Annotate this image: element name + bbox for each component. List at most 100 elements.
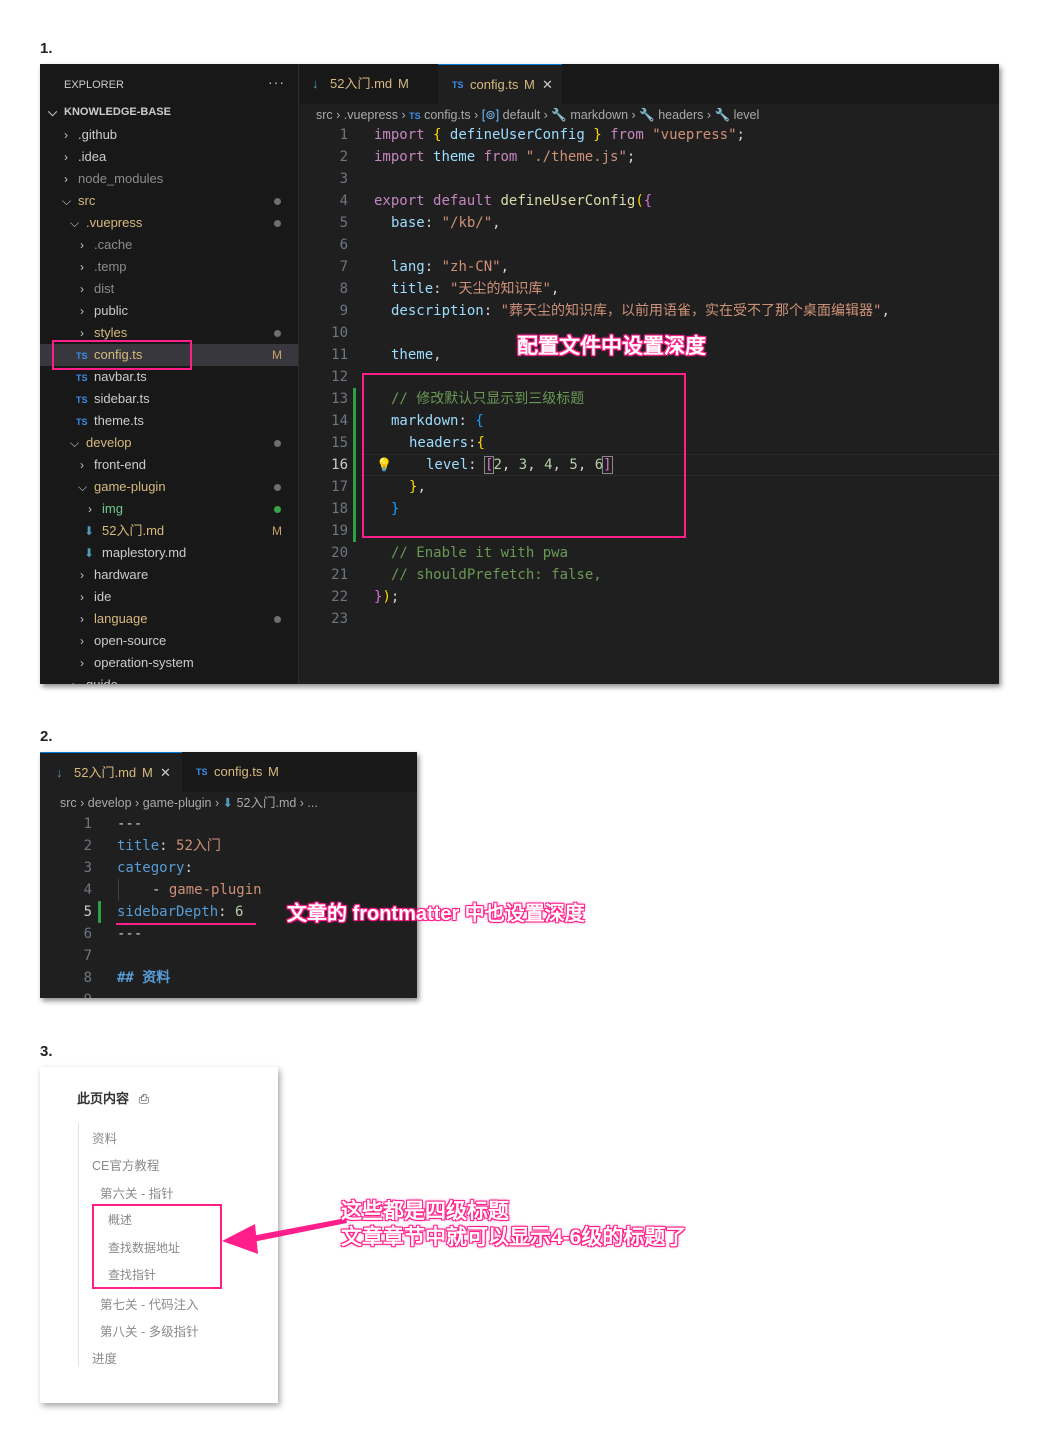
explorer-sidebar: EXPLORER ··· ⌵ KNOWLEDGE-BASE ›.github ›…: [40, 64, 299, 684]
toc-item[interactable]: 进度: [92, 1352, 118, 1366]
breadcrumb: src › .vuepress › TS config.ts › [⊚] def…: [316, 108, 760, 122]
underline-sidebar-depth: [116, 923, 256, 925]
tree-item-front-end[interactable]: ›front-end: [40, 454, 298, 476]
toc-item-h4[interactable]: 查找指针: [108, 1268, 157, 1282]
chevron-down-icon: ⌵: [62, 194, 72, 208]
wrench-icon: 🔧: [639, 108, 655, 122]
breadcrumb-file[interactable]: 52入门.md: [236, 796, 297, 810]
tab-config-ts[interactable]: TS config.ts M ✕: [438, 64, 562, 104]
editor-tab-bar: ↓ 52入门.md M TS config.ts M ✕: [300, 64, 999, 104]
toc-item[interactable]: 资料: [92, 1132, 118, 1146]
toc-item-h4[interactable]: 查找数据地址: [108, 1241, 181, 1255]
tree-item-ide[interactable]: ›ide: [40, 586, 298, 608]
highlight-markdown-block: [362, 373, 686, 538]
breadcrumb-level[interactable]: level: [733, 108, 760, 122]
breadcrumb-develop[interactable]: develop: [87, 796, 132, 810]
tree-item-idea[interactable]: ›.idea: [40, 146, 298, 168]
chevron-right-icon: ›: [80, 634, 84, 648]
tree-item-open-source[interactable]: ›open-source: [40, 630, 298, 652]
markdown-file-icon: ⬇: [84, 546, 95, 560]
chevron-right-icon: ›: [72, 674, 76, 684]
breadcrumb-more[interactable]: ...: [307, 796, 318, 810]
toc-item-h4[interactable]: 概述: [108, 1213, 133, 1227]
section-number-2: 2.: [40, 728, 53, 745]
code-line-3: category:: [117, 860, 193, 876]
vscode-window-config: EXPLORER ··· ⌵ KNOWLEDGE-BASE ›.github ›…: [40, 64, 999, 684]
annotation-config-depth: 配置文件中设置深度: [517, 335, 706, 358]
breadcrumb-game-plugin[interactable]: game-plugin: [142, 796, 212, 810]
code-line-5: sidebarDepth: 6: [117, 904, 244, 920]
chevron-right-icon: ›: [80, 612, 84, 626]
tree-item-hardware[interactable]: ›hardware: [40, 564, 298, 586]
tree-item-styles[interactable]: ›styles: [40, 322, 298, 344]
tree-item-maplestory-md[interactable]: ⬇maplestory.md: [40, 542, 298, 564]
toc-item[interactable]: CE官方教程: [92, 1159, 160, 1173]
explorer-root[interactable]: ⌵ KNOWLEDGE-BASE: [40, 101, 298, 123]
wrench-icon: 🔧: [551, 108, 567, 122]
tree-item-operation-system[interactable]: ›operation-system: [40, 652, 298, 674]
tree-item-img[interactable]: ›img: [40, 498, 298, 520]
code-line-22: });: [374, 589, 400, 605]
code-line-18: }: [391, 501, 400, 517]
toc-item[interactable]: 第六关 - 指针: [100, 1187, 174, 1201]
chevron-right-icon: ›: [64, 128, 68, 142]
tree-item-guide[interactable]: ›guide: [40, 674, 298, 684]
git-added-gutter: [98, 901, 101, 923]
tree-item-develop[interactable]: ⌵develop: [40, 432, 298, 454]
chevron-right-icon: ›: [80, 304, 84, 318]
git-added-gutter: [353, 388, 356, 542]
breadcrumb-vuepress[interactable]: .vuepress: [343, 108, 398, 122]
tree-item-dist[interactable]: ›dist: [40, 278, 298, 300]
typescript-file-icon: TS: [76, 417, 88, 427]
code-line-13: // 修改默认只显示到三级标题: [391, 391, 585, 407]
modified-badge: M: [268, 764, 279, 779]
tree-item-node-modules[interactable]: ›node_modules: [40, 168, 298, 190]
tree-item-src[interactable]: ⌵src: [40, 190, 298, 212]
code-line-15: headers:{: [409, 435, 485, 451]
annotation-h4-note: 这些都是四级标题: [341, 1200, 509, 1223]
modified-dot-icon: [274, 484, 281, 491]
toc-item[interactable]: 第七关 - 代码注入: [100, 1298, 199, 1312]
current-line-highlight: [360, 454, 999, 476]
more-actions-icon[interactable]: ···: [268, 74, 285, 90]
tree-item-game-plugin[interactable]: ⌵game-plugin: [40, 476, 298, 498]
toc-item[interactable]: 第八关 - 多级指针: [100, 1325, 199, 1339]
breadcrumb-default[interactable]: default: [502, 108, 541, 122]
breadcrumb-headers[interactable]: headers: [658, 108, 704, 122]
tree-item-language[interactable]: ›language: [40, 608, 298, 630]
close-icon[interactable]: ✕: [542, 77, 553, 92]
wrench-icon: 🔧: [714, 108, 731, 122]
code-line-21: // shouldPrefetch: false,: [391, 567, 602, 583]
print-icon[interactable]: ⎙: [138, 1091, 150, 1106]
modified-badge: M: [142, 765, 153, 780]
modified-badge: M: [398, 76, 409, 91]
tree-item-public[interactable]: ›public: [40, 300, 298, 322]
tree-item-cache[interactable]: ›.cache: [40, 234, 298, 256]
chevron-right-icon: ›: [80, 238, 84, 252]
chevron-right-icon: ›: [80, 282, 84, 296]
breadcrumb-markdown[interactable]: markdown: [570, 108, 629, 122]
close-icon[interactable]: ✕: [160, 765, 171, 780]
modified-badge: M: [272, 524, 282, 538]
tree-item-temp[interactable]: ›.temp: [40, 256, 298, 278]
breadcrumb-src[interactable]: src: [316, 108, 333, 122]
tab-52-md[interactable]: ↓ 52入门.md M ✕: [40, 752, 182, 792]
tab-config-ts[interactable]: TS config.ts M: [182, 752, 306, 792]
tree-item-github[interactable]: ›.github: [40, 124, 298, 146]
tree-item-vuepress[interactable]: ⌵.vuepress: [40, 212, 298, 234]
chevron-right-icon: ›: [80, 656, 84, 670]
breadcrumb-config[interactable]: config.ts: [424, 108, 471, 122]
annotation-frontmatter-depth: 文章的 frontmatter 中也设置深度: [287, 903, 585, 925]
code-line-8: title: "天尘的知识库",: [391, 281, 560, 297]
lightbulb-icon[interactable]: 💡: [376, 457, 393, 472]
tab-52-md[interactable]: ↓ 52入门.md M: [300, 64, 438, 104]
typescript-file-icon: TS: [76, 373, 88, 383]
highlight-config-ts: [52, 340, 192, 370]
explorer-title: EXPLORER: [64, 79, 124, 91]
breadcrumb-src[interactable]: src: [60, 796, 77, 810]
